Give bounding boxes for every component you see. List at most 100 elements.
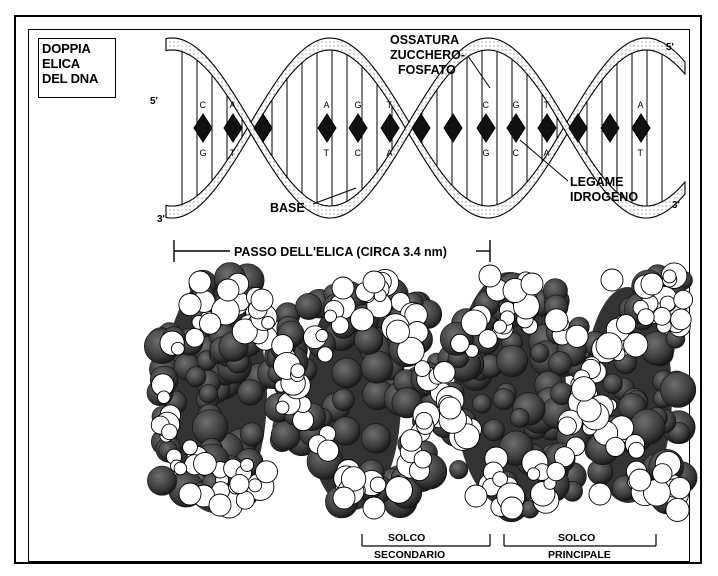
atom-light [230,474,249,493]
base-letter-top: A [230,100,236,110]
base-letter-bottom: A [544,148,550,158]
atom-light [183,440,198,455]
end-3-right-label: 3' [672,200,680,211]
atom-light [566,325,588,347]
atom-light [493,320,506,333]
base-pair-13 [601,114,619,142]
atom-light [577,398,601,422]
svg-text:IDROGENO: IDROGENO [570,190,638,204]
atom-light [479,330,498,349]
atom-dark [510,408,529,427]
atom-light [669,477,690,498]
title-line-3: DEL DNA [42,71,112,86]
atom-light [262,316,275,329]
atom-edge [641,273,663,295]
atom-dark [531,344,550,363]
base-letter-top: T [387,100,393,110]
atom-light [386,477,413,504]
atom-light [291,364,305,378]
base-pair-6 [381,114,399,142]
atom-light [606,437,625,456]
atom-light [316,330,328,342]
atom-light [439,397,461,419]
atom-dark [450,460,468,478]
atom-light [451,334,469,352]
base-letter-top: G [355,100,362,110]
base-letter-bottom: T [638,148,644,158]
atom-edge [333,487,355,509]
atom-light [351,308,374,331]
atom-light [416,412,433,429]
atom-edge [217,279,239,301]
svg-text:OSSATURA: OSSATURA [390,33,459,47]
atom-dark [332,389,354,411]
atom-light [370,477,386,493]
atom-edge [501,497,523,519]
svg-text:SOLCO: SOLCO [558,532,595,544]
atom-dark [472,394,491,413]
base-pair-11 [538,114,556,142]
atom-light [194,452,217,475]
base-shape [381,114,399,142]
atom-edge [189,271,211,293]
base-pair-4 [318,114,336,142]
svg-text:FOSFATO: FOSFATO [398,63,456,77]
base-pair-10 [507,114,525,142]
atom-dark [199,385,218,404]
atom-light [617,315,636,334]
atom-edge [332,277,354,299]
atom-light [527,468,539,480]
svg-text:PRINCIPALE: PRINCIPALE [548,549,611,561]
atom-dark [549,352,572,375]
helix-pitch-label: PASSO DELL'ELICA (CIRCA 3.4 nm) [234,245,447,259]
base-letter-bottom: G [483,148,490,158]
svg-text:ZUCCHERO-: ZUCCHERO- [390,48,465,62]
atom-dark [496,345,527,376]
atom-edge [363,271,385,293]
atom-light [434,362,456,384]
base-letter-bottom: T [324,148,330,158]
base-letter-top: C [483,100,490,110]
atom-light [638,309,655,326]
atom-light [400,430,422,452]
title-line-2: ELICA [42,56,112,71]
end-5-right-label: 5' [666,42,674,53]
atom-light [547,462,565,480]
atom-edge [179,483,201,505]
atom-light [671,309,692,330]
base-letter-bottom: T [230,148,236,158]
atom-light [545,309,568,332]
base-pair-9 [477,114,495,142]
atom-light [174,462,187,475]
atom-light [179,294,201,316]
atom-light [663,270,676,283]
atom-dark [186,367,206,387]
atom-light [653,307,671,325]
base-pair-5 [349,114,367,142]
svg-text:BASE: BASE [270,201,305,215]
atom-light [572,377,596,401]
atom-light [558,417,576,435]
base-shape [349,114,367,142]
atom-light [324,310,336,322]
space-filling-model [144,263,697,522]
base-letter-bottom: C [513,148,520,158]
base-letter-top: G [513,100,520,110]
atom-light [276,401,289,414]
atom-edge [251,289,273,311]
atom-edge [465,485,487,507]
atom-dark [603,374,623,394]
diagram-title: DOPPIA ELICA DEL DNA [38,38,116,98]
atom-dark [361,424,391,454]
atom-dark [332,417,360,445]
base-letter-bottom: A [387,148,393,158]
base-shape [444,114,462,142]
atom-dark [296,293,322,319]
base-letter-top: C [200,100,207,110]
atom-dark [240,423,263,446]
base-shape [507,114,525,142]
end-3-left-label: 3' [157,214,165,225]
atom-dark [493,388,514,409]
atom-light [414,451,432,469]
atom-edge [479,265,501,287]
